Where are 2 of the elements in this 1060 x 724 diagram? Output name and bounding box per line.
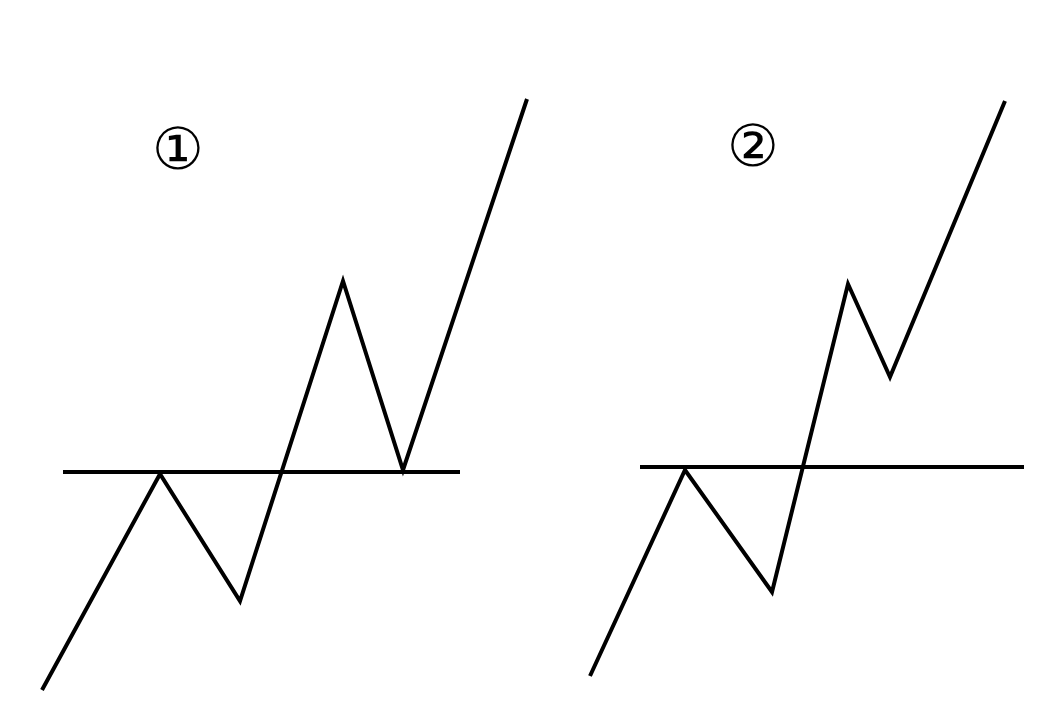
label-number: ② (727, 117, 779, 175)
label-number: ① (152, 120, 204, 178)
